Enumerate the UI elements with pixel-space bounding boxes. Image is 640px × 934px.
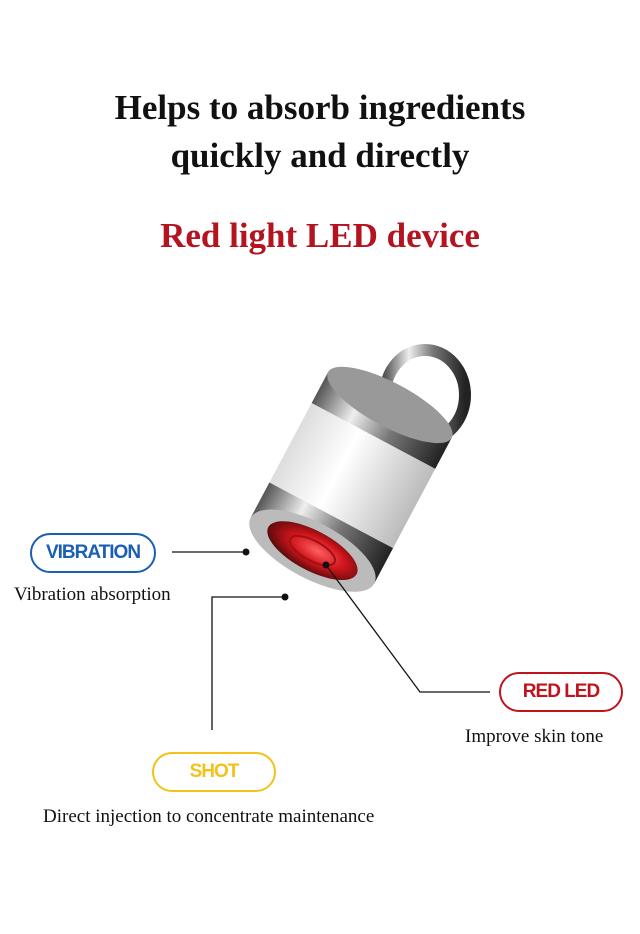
device-body [249,366,453,592]
vibration-description: Vibration absorption [14,584,171,605]
heading-line-2: quickly and directly [170,136,470,175]
callout-lines [172,551,490,730]
shot-badge: SHOT [152,752,276,792]
subheading: Red light LED device [160,216,480,255]
red-led-badge: RED LED [499,672,623,712]
heading-line-1: Helps to absorb ingredients [114,88,526,127]
shot-point [281,593,289,601]
red-led-description: Improve skin tone [465,726,604,747]
red-led-point [322,561,330,569]
vibration-point [242,548,250,556]
shot-description: Direct injection to concentrate maintena… [43,806,375,827]
vibration-badge: VIBRATION [30,533,156,573]
